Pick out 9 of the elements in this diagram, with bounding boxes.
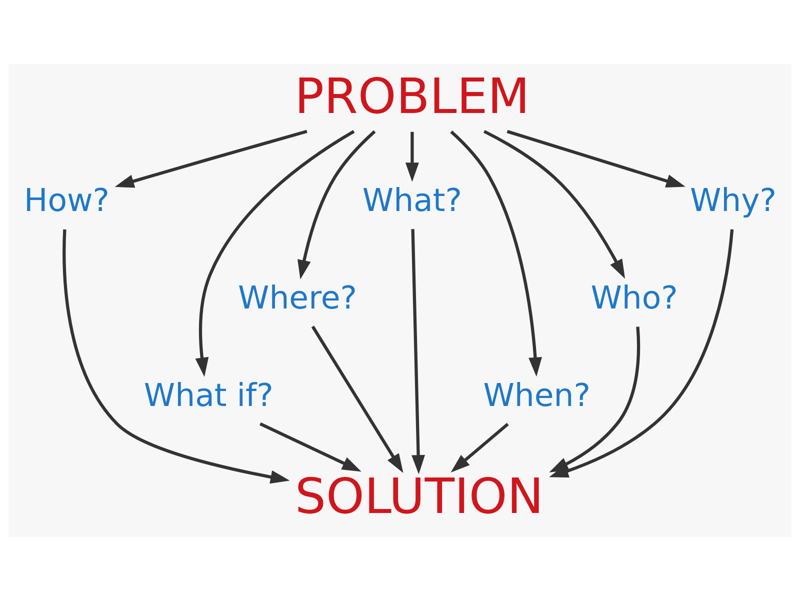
node-text: How? xyxy=(24,182,110,219)
node-text: SOLUTION xyxy=(295,468,544,524)
node-text: What? xyxy=(362,182,462,219)
node-text: When? xyxy=(483,377,590,414)
node-text: PROBLEM xyxy=(294,68,530,125)
node-text: Where? xyxy=(238,280,357,316)
node-text: What if? xyxy=(144,377,274,414)
node-text: Why? xyxy=(690,182,777,219)
node-text: Who? xyxy=(590,280,678,316)
